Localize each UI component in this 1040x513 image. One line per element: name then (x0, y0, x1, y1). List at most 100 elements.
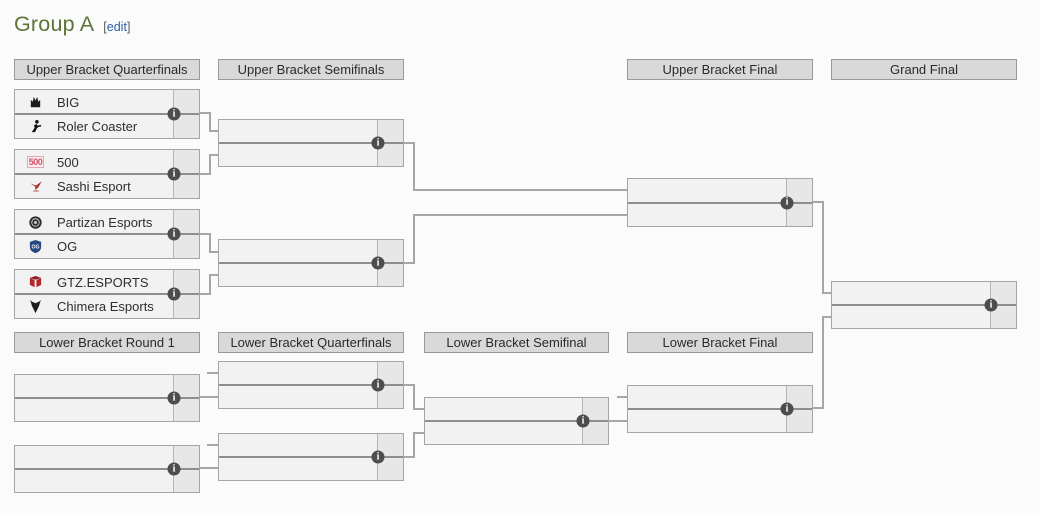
match-ub-qf-2: 500 500 Sashi Esport i (14, 149, 200, 199)
round-header-lb-quarterfinals: Lower Bracket Quarterfinals (218, 332, 404, 353)
connector (199, 233, 211, 235)
connector-loser-stub (207, 372, 218, 374)
connector (209, 274, 218, 276)
team-row-empty (219, 362, 377, 385)
round-header-ub-final: Upper Bracket Final (627, 59, 813, 80)
info-glyph: i (376, 257, 380, 268)
og-shield-logo-icon: OG (27, 238, 44, 255)
svg-text:OG: OG (32, 244, 40, 250)
row-divider (219, 142, 403, 144)
info-glyph: i (172, 108, 176, 119)
connector (209, 112, 211, 132)
info-glyph: i (785, 196, 789, 208)
edit-bracket-close: ] (126, 20, 131, 34)
team-row[interactable]: Sashi Esport (15, 174, 173, 198)
section-heading: Group A [edit] (14, 12, 130, 37)
info-glyph: i (172, 392, 176, 403)
match-lb-qf-1: i (218, 361, 404, 409)
team-row-empty (219, 457, 377, 480)
team-row-empty (628, 386, 786, 409)
match-info-icon[interactable]: i (167, 227, 181, 241)
match-info-icon[interactable]: i (780, 402, 794, 416)
match-grand-final: i (831, 281, 1017, 329)
edit-link-label: edit (106, 20, 127, 34)
team-row-empty (628, 409, 786, 432)
round-header-lb-final: Lower Bracket Final (627, 332, 813, 353)
connector (413, 189, 627, 191)
match-info-icon[interactable]: i (167, 391, 181, 405)
team-row[interactable]: Chimera Esports (15, 294, 173, 318)
round-header-grand-final: Grand Final (831, 59, 1017, 80)
team-row-empty (832, 282, 990, 305)
info-glyph: i (172, 168, 176, 179)
team-row[interactable]: BIG (15, 90, 173, 114)
team-name: Chimera Esports (57, 298, 154, 314)
connector (413, 142, 415, 191)
logo-500-text: 500 (26, 156, 45, 168)
team-row-empty (219, 120, 377, 143)
big-logo-icon (27, 94, 44, 111)
team-row[interactable]: Roler Coaster (15, 114, 173, 138)
team-name: Partizan Esports (57, 214, 153, 230)
sashi-bird-logo-icon (27, 178, 44, 195)
team-500-logo-icon: 500 (26, 154, 45, 171)
match-info-icon[interactable]: i (984, 298, 998, 312)
row-divider (15, 233, 199, 235)
match-info-icon[interactable]: i (780, 196, 794, 209)
match-info-icon[interactable]: i (576, 414, 590, 428)
info-glyph: i (172, 228, 176, 239)
match-info-icon[interactable]: i (167, 287, 181, 301)
connector (209, 251, 218, 253)
team-row-empty (628, 179, 786, 203)
connector (822, 292, 831, 294)
connector (199, 293, 211, 295)
match-info-icon[interactable]: i (371, 256, 385, 270)
team-row[interactable]: Partizan Esports (15, 210, 173, 234)
team-row-empty (219, 385, 377, 408)
match-ub-qf-3: Partizan Esports OG OG i (14, 209, 200, 259)
team-row[interactable]: 500 500 (15, 150, 173, 174)
team-name: 500 (57, 154, 79, 170)
team-row-empty (628, 203, 786, 227)
connector (209, 154, 218, 156)
connector (413, 432, 415, 458)
connector (209, 233, 211, 253)
match-lb-r1-1: i (14, 374, 200, 422)
row-divider (15, 397, 199, 399)
team-name: OG (57, 238, 78, 254)
connector (822, 316, 824, 409)
match-info-icon[interactable]: i (371, 136, 385, 150)
edit-link[interactable]: [edit] (103, 20, 130, 34)
team-row-empty (219, 434, 377, 457)
match-info-icon[interactable]: i (167, 167, 181, 181)
info-glyph: i (376, 451, 380, 462)
match-info-icon[interactable]: i (371, 378, 385, 392)
round-header-ub-semifinals: Upper Bracket Semifinals (218, 59, 404, 80)
connector (822, 316, 831, 318)
match-lb-semifinal: i (424, 397, 609, 445)
team-row-empty (425, 421, 582, 444)
info-glyph: i (785, 403, 789, 414)
connector (812, 407, 824, 409)
team-row[interactable]: OG OG (15, 234, 173, 258)
round-header-ub-quarterfinals: Upper Bracket Quarterfinals (14, 59, 200, 80)
match-info-icon[interactable]: i (167, 462, 181, 476)
edit-bracket-open: [ (103, 20, 107, 34)
row-divider (219, 456, 403, 458)
row-divider (15, 293, 199, 295)
row-divider (219, 384, 403, 386)
partizan-roundel-logo-icon (27, 214, 44, 231)
info-glyph: i (172, 463, 176, 474)
info-glyph: i (172, 288, 176, 299)
match-info-icon[interactable]: i (371, 450, 385, 464)
match-info-icon[interactable]: i (167, 107, 181, 121)
match-lb-r1-2: i (14, 445, 200, 493)
row-divider (15, 468, 199, 470)
connector (413, 408, 424, 410)
connector (199, 467, 218, 469)
info-glyph: i (989, 299, 993, 310)
connector (199, 173, 211, 175)
team-row[interactable]: GTZ.ESPORTS (15, 270, 173, 294)
team-row-empty (15, 398, 173, 421)
